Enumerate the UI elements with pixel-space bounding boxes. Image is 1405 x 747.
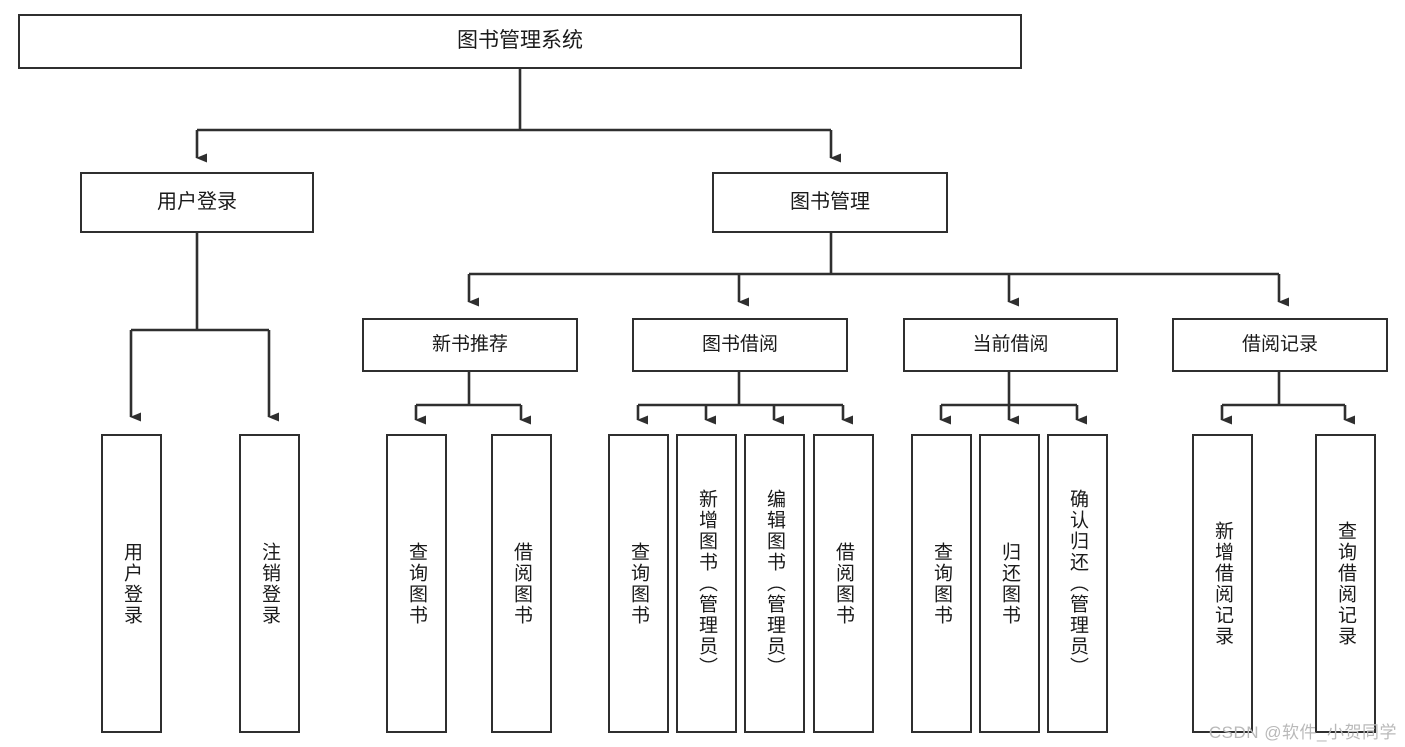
leaf-borrow-record-query-record[interactable]: 查询借阅记录 [1315,434,1376,733]
edge-root-to-level1 [195,69,841,163]
leaf-current-borrow-confirm-return[interactable]: 确认归还（管理员） [1047,434,1108,733]
node-label: 确认归还（管理员） [1067,489,1088,678]
node-root-system[interactable]: 图书管理系统 [18,14,1022,69]
node-label: 用户登录 [157,190,237,213]
node-label: 借阅图书 [833,541,854,626]
leaf-borrow-record-add-record[interactable]: 新增借阅记录 [1192,434,1253,733]
node-label: 图书借阅 [701,333,778,355]
node-book-management[interactable]: 图书管理 [712,172,948,233]
leaf-user-login-login[interactable]: 用户登录 [101,434,162,733]
node-label: 编辑图书（管理员） [764,489,785,678]
node-label: 新增图书（管理员） [696,489,717,678]
node-label: 查询图书 [628,541,649,626]
node-label: 注销登录 [259,541,280,626]
node-label: 查询图书 [406,541,427,626]
leaf-book-borrow-query-book[interactable]: 查询图书 [608,434,669,733]
node-borrow-record[interactable]: 借阅记录 [1172,318,1388,372]
watermark-text: CSDN @软件_小贺同学 [1208,723,1397,742]
node-user-login[interactable]: 用户登录 [80,172,314,233]
node-label: 用户登录 [121,541,142,626]
edge-book-mgmt-to-level2 [467,233,1289,307]
node-label: 新增借阅记录 [1212,520,1233,647]
edge-book-borrow-to-leaves [636,372,853,425]
node-label: 当前借阅 [972,333,1049,355]
node-label: 借阅记录 [1241,333,1318,355]
node-label: 查询图书 [931,541,952,626]
leaf-current-borrow-return-book[interactable]: 归还图书 [979,434,1040,733]
node-label: 借阅图书 [511,541,532,626]
node-label: 归还图书 [999,541,1020,626]
node-book-borrow[interactable]: 图书借阅 [632,318,848,372]
edge-user-login-to-leaves [129,233,279,422]
node-label: 图书管理 [790,190,870,213]
node-new-book-recommend[interactable]: 新书推荐 [362,318,578,372]
leaf-new-book-query-book[interactable]: 查询图书 [386,434,447,733]
node-label: 图书管理系统 [457,29,583,53]
node-label: 新书推荐 [431,333,508,355]
leaf-current-borrow-query-book[interactable]: 查询图书 [911,434,972,733]
leaf-user-login-logout[interactable]: 注销登录 [239,434,300,733]
leaf-book-borrow-edit-book[interactable]: 编辑图书（管理员） [744,434,805,733]
edge-current-borrow-to-leaves [939,372,1087,425]
leaf-new-book-borrow-book[interactable]: 借阅图书 [491,434,552,733]
node-current-borrow[interactable]: 当前借阅 [903,318,1118,372]
edge-borrow-record-to-leaves [1220,372,1355,425]
leaf-book-borrow-borrow-book[interactable]: 借阅图书 [813,434,874,733]
edge-new-book-to-leaves [414,372,531,425]
leaf-book-borrow-add-book[interactable]: 新增图书（管理员） [676,434,737,733]
node-label: 查询借阅记录 [1335,520,1356,647]
